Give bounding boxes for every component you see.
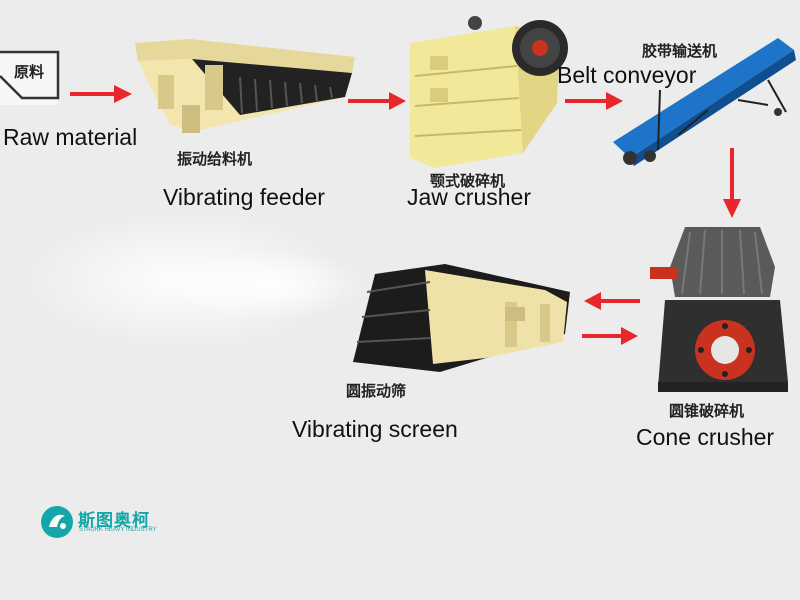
belt-conveyor-image bbox=[613, 38, 796, 166]
belt-conveyor-label: Belt conveyor bbox=[557, 62, 697, 88]
background-glow bbox=[170, 250, 370, 320]
flow-arrow bbox=[70, 85, 132, 103]
cone-crusher-image bbox=[650, 227, 788, 392]
brand-logo: 斯图奥柯 STAURK HEAVY INDUSTRY bbox=[40, 505, 200, 541]
belt-conveyor-zh: 胶带输送机 bbox=[642, 42, 718, 60]
brand-subtitle: STAURK HEAVY INDUSTRY bbox=[79, 527, 157, 533]
cone-crusher-zh: 圆锥破碎机 bbox=[669, 402, 745, 420]
raw-material-zh: 原料 bbox=[14, 63, 44, 81]
jaw-crusher-image bbox=[410, 16, 568, 168]
vibrating-screen-label: Vibrating screen bbox=[292, 416, 458, 442]
vibrating-feeder-image bbox=[135, 39, 355, 133]
raw-material-label: Raw material bbox=[3, 124, 138, 150]
jaw-crusher-zh: 颚式破碎机 bbox=[430, 172, 506, 190]
brand-logo-icon bbox=[41, 506, 73, 538]
vibrating-screen-zh: 圆振动筛 bbox=[346, 382, 407, 400]
jaw-crusher-label: Jaw crusher bbox=[407, 184, 531, 210]
raw-material-box: 原料 bbox=[0, 50, 60, 105]
vibrating-screen-image bbox=[353, 264, 570, 372]
cone-crusher-label: Cone crusher bbox=[636, 424, 775, 450]
flow-arrow bbox=[348, 92, 406, 110]
vibrating-feeder-zh: 振动给料机 bbox=[177, 150, 253, 168]
brand-name: 斯图奥柯 bbox=[78, 511, 150, 531]
flow-arrow-return bbox=[584, 292, 640, 310]
flow-arrow bbox=[565, 92, 623, 110]
flow-arrow bbox=[582, 327, 638, 345]
flow-arrow bbox=[723, 148, 741, 218]
vibrating-feeder-label: Vibrating feeder bbox=[163, 184, 325, 210]
